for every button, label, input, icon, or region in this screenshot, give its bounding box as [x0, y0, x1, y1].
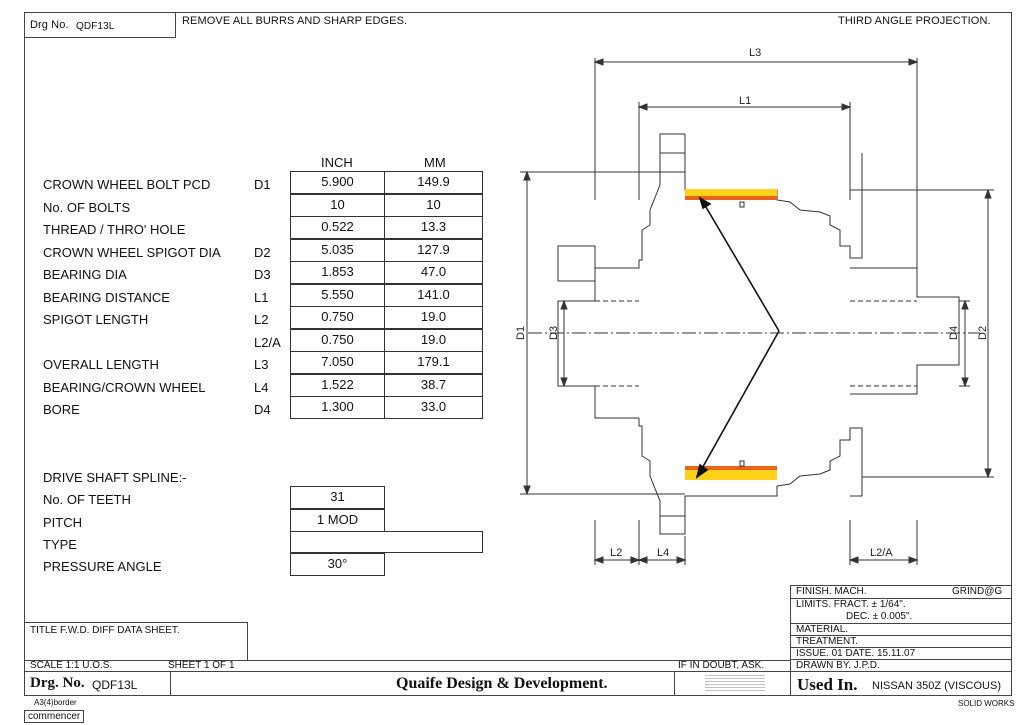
row-mm-value: 13.3: [384, 216, 483, 239]
title-block-right: [790, 585, 1012, 696]
row-mm-value: 179.1: [384, 351, 483, 374]
dim-label-D4: D4: [948, 326, 960, 340]
spline-heading: DRIVE SHAFT SPLINE:-: [43, 470, 187, 485]
row-label: CROWN WHEEL BOLT PCD: [43, 177, 211, 192]
row-mm-value: 47.0: [384, 261, 483, 284]
row-inch-value: 5.550: [290, 283, 385, 307]
row-inch-value: 7.050: [290, 351, 385, 374]
row-mm-value: 33.0: [384, 396, 483, 419]
tb-material: MATERIAL.: [796, 624, 849, 635]
tb-used-in-label: Used In.: [797, 675, 858, 694]
row-symbol: D2: [254, 244, 271, 260]
row-inch-value: 5.900: [290, 171, 385, 194]
row-label: BEARING DISTANCE: [43, 289, 170, 305]
dim-label-L3: L3: [749, 47, 761, 59]
spline-teeth-label: No. OF TEETH: [43, 492, 131, 507]
row-mm-value: 38.7: [384, 373, 483, 397]
col-header-mm: MM: [424, 155, 446, 170]
dim-label-D1: D1: [515, 326, 527, 340]
tb-drawn: DRAWN BY. J.P.D.: [796, 660, 880, 671]
tb-dec: DEC. ± 0.005".: [846, 611, 913, 622]
row-mm-value: 19.0: [384, 328, 483, 352]
row-inch-value: 0.750: [290, 306, 385, 329]
row-mm-value: 19.0: [384, 306, 483, 329]
spline-teeth-value: 31: [290, 486, 385, 509]
row-symbol: D1: [254, 177, 271, 192]
tb-fine-print: [705, 673, 765, 693]
row-mm-value: 141.0: [384, 283, 483, 307]
row-mm-value: 127.9: [384, 238, 483, 262]
row-symbol: L4: [254, 379, 269, 395]
tb-drg-label: Drg. No.: [30, 675, 85, 691]
row-label: BEARING DIA: [43, 267, 127, 282]
row-label: BORE: [43, 402, 80, 417]
row-symbol: L2/A: [254, 334, 281, 350]
row-label: SPIGOT LENGTH: [43, 312, 149, 327]
header-drg-label: Drg No.: [30, 19, 69, 31]
upper-bearing-outer: [685, 189, 777, 196]
row-label: THREAD / THRO' HOLE: [43, 222, 186, 237]
spline-type-value: [290, 531, 483, 553]
row-inch-value: 1.853: [290, 261, 385, 284]
header-note: REMOVE ALL BURRS AND SHARP EDGES.: [182, 15, 408, 27]
diff-section-drawing: L3 L1 D1 D3 D4 D2 L2 L4 L2/A: [515, 47, 994, 565]
tb-treatment: TREATMENT.: [796, 636, 859, 647]
spline-pitch-label: PITCH: [43, 515, 82, 530]
tb-drg-value: QDF13L: [92, 678, 138, 692]
header-drg-value: QDF13L: [76, 21, 115, 32]
tb-solidworks: SOLID WORKS: [958, 699, 1015, 708]
lower-bearing-outer: [685, 470, 777, 480]
dim-label-D2: D2: [977, 326, 989, 340]
row-symbol: D4: [254, 402, 271, 417]
row-mm-value: 149.9: [384, 171, 483, 194]
dim-label-L2: L2: [610, 547, 622, 559]
header-projection: THIRD ANGLE PROJECTION.: [838, 15, 991, 27]
row-symbol: D3: [254, 267, 271, 282]
tb-finish: FINISH. MACH.: [796, 586, 867, 597]
title-block-left: [24, 622, 248, 660]
spline-pitch-value: 1 MOD: [290, 509, 385, 532]
row-label: CROWN WHEEL SPIGOT DIA: [43, 244, 221, 260]
row-symbol: L1: [254, 289, 269, 305]
row-mm-value: 10: [384, 193, 483, 217]
dim-label-L2A: L2/A: [870, 547, 893, 559]
row-label: OVERALL LENGTH: [43, 357, 159, 372]
spline-type-label: TYPE: [43, 537, 77, 552]
tb-issue: ISSUE. 01 DATE. 15.11.07: [796, 648, 916, 659]
dim-label-D3: D3: [548, 326, 560, 340]
tb-used-in-value: NISSAN 350Z (VISCOUS): [872, 680, 1001, 692]
row-inch-value: 1.522: [290, 373, 385, 397]
dim-label-L1: L1: [739, 95, 751, 107]
tb-commencer: commencer: [24, 710, 85, 723]
lower-bearing-inner: [685, 466, 777, 470]
row-inch-value: 5.035: [290, 238, 385, 262]
tb-sheet: SHEET 1 OF 1: [168, 660, 235, 671]
row-inch-value: 0.750: [290, 328, 385, 352]
row-inch-value: 1.300: [290, 396, 385, 419]
tb-limits: LIMITS. FRACT. ± 1/64".: [796, 599, 906, 610]
tb-grind: GRIND@G: [952, 586, 1003, 597]
row-inch-value: 10: [290, 193, 385, 217]
row-label: BEARING/CROWN WHEEL: [43, 379, 206, 395]
col-header-inch: INCH: [321, 155, 353, 170]
drawing-sheet-border: [24, 12, 1012, 696]
header-drg-box: [24, 12, 176, 38]
tb-border-note: A3(4)border: [34, 698, 77, 707]
tb-scale: SCALE 1:1 U.O.S.: [30, 660, 113, 671]
upper-bearing-inner: [685, 196, 777, 200]
tb-company: Quaife Design & Development.: [396, 675, 608, 692]
tb-title: TITLE F.W.D. DIFF DATA SHEET.: [30, 625, 180, 636]
row-symbol: L2: [254, 312, 269, 327]
row-label: No. OF BOLTS: [43, 199, 131, 215]
dim-label-L4: L4: [657, 547, 669, 559]
row-symbol: L3: [254, 357, 269, 372]
spline-pa-value: 30°: [290, 553, 385, 576]
spline-pa-label: PRESSURE ANGLE: [43, 559, 162, 574]
tb-doubt: IF IN DOUBT, ASK.: [678, 660, 765, 671]
row-inch-value: 0.522: [290, 216, 385, 239]
